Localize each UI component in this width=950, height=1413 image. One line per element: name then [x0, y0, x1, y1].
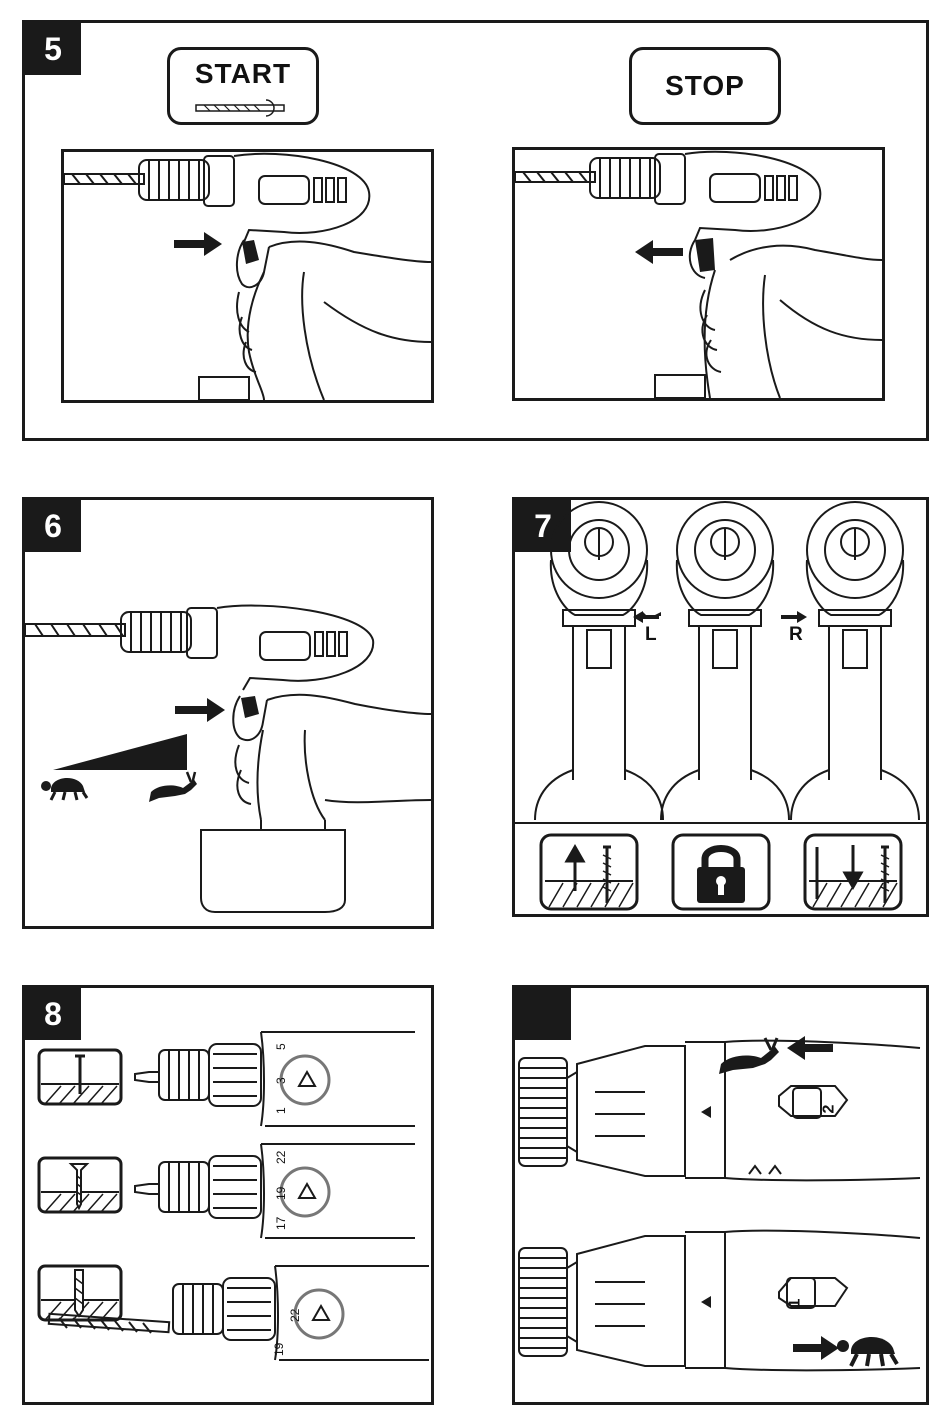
right-direction-label: R [789, 624, 803, 646]
step-badge-8: 8 [25, 988, 81, 1040]
torque-number: 22 [274, 1150, 288, 1164]
stop-label-box: STOP [629, 47, 781, 125]
drill-trigger-speed-illustration [25, 500, 431, 926]
drill-stop-illustration [512, 147, 885, 401]
drill-start-illustration [61, 149, 434, 403]
forward-screw-in-icon [803, 833, 903, 911]
panel-9-gear-selector: 2 1 [512, 985, 929, 1405]
lock-icon [671, 833, 771, 911]
drill-top-views-illustration [515, 500, 926, 820]
start-label: START [170, 50, 316, 90]
turtle-icon [835, 1328, 905, 1370]
start-label-box: START [167, 47, 319, 125]
panel-6-variable-speed: 6 [22, 497, 434, 929]
hare-icon [145, 772, 201, 806]
torque-number: 19 [274, 1186, 288, 1200]
gear-2-label: 2 [820, 1105, 838, 1114]
mode-strip [515, 822, 926, 824]
left-direction-label: L [645, 624, 657, 646]
turtle-icon [39, 770, 95, 804]
drill-bit-rotation-icon [194, 98, 294, 118]
torque-number: 3 [274, 1077, 288, 1084]
torque-number: 1 [274, 1107, 288, 1114]
torque-number: 5 [274, 1043, 288, 1050]
gear-1-label: 1 [786, 1299, 804, 1308]
reverse-screw-out-icon [539, 833, 639, 911]
panel-8-torque-settings: 8 1 3 5 [22, 985, 434, 1405]
torque-number: 17 [274, 1216, 288, 1230]
hare-icon [717, 1038, 783, 1078]
torque-number: 19 [272, 1342, 286, 1356]
torque-number: 22 [288, 1308, 302, 1322]
clutch-setting-drill: 22 19 [39, 1256, 429, 1366]
panel-7-direction-switch: 7 [512, 497, 929, 917]
stop-label: STOP [665, 70, 745, 101]
step-badge-5: 5 [25, 23, 81, 75]
clutch-setting-low: 1 3 5 [135, 1022, 415, 1132]
panel-5-start-stop: 5 START STOP [22, 20, 929, 441]
clutch-setting-mid: 17 19 22 [135, 1134, 415, 1244]
nail-icon [37, 1048, 123, 1106]
screw-icon [37, 1156, 123, 1214]
